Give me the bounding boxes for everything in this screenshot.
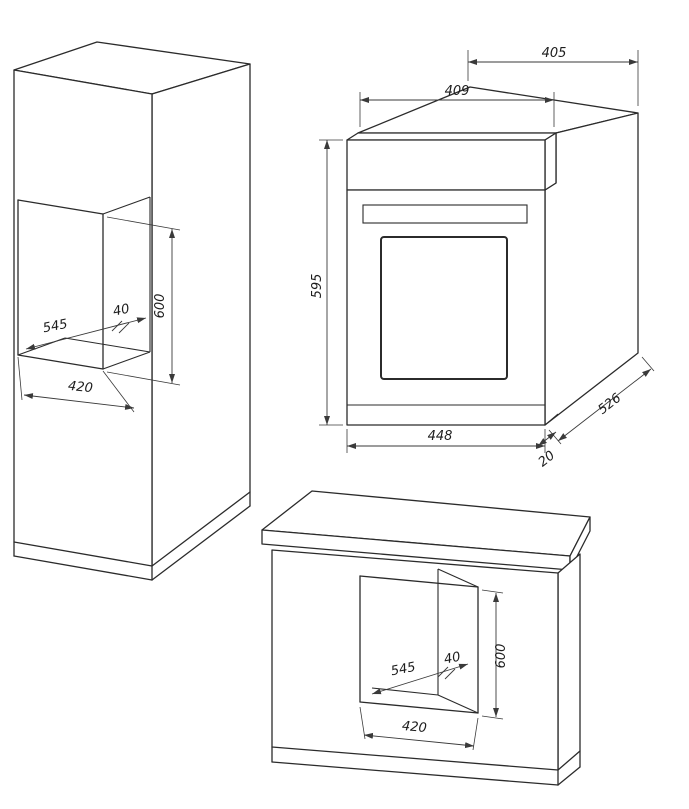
oven-height-label: 595 (310, 274, 325, 299)
oblique-tick (111, 320, 123, 332)
base-niche-height-dimension: 600 (481, 589, 509, 720)
base-niche-width-dimension: 420 (359, 706, 479, 751)
oven-overhang-label: 20 (536, 448, 558, 470)
oven-height-dimension: 595 (310, 139, 343, 426)
tall-cabinet-plinth (13, 491, 251, 581)
oblique-tick (118, 322, 130, 334)
oven-overhang-dimension: 20 (536, 431, 558, 470)
oven-fascia-front (346, 139, 546, 191)
oven-fascia-top (346, 132, 557, 141)
tall-niche-width-dimension: 420 (17, 356, 135, 413)
oven-right-face (544, 112, 639, 426)
tall-depth-dimension: 545 40 (25, 302, 147, 350)
tall-niche-height-dimension: 600 (106, 216, 181, 386)
oven-figure: 405 409 595 448 526 (310, 46, 655, 470)
tall-niche-width-label: 420 (67, 379, 93, 397)
oblique-tick (444, 668, 456, 680)
oven-depth-label: 526 (595, 391, 624, 418)
base-niche-width-label: 420 (401, 719, 427, 736)
tall-niche-height-label: 600 (153, 294, 168, 319)
base-cabinet-front-face (271, 549, 559, 771)
oven-fascia-side (544, 132, 557, 191)
tall-depth-label: 545 (42, 317, 69, 336)
oven-top-depth-dimension: 405 (467, 46, 639, 106)
oven-top-depth-label: 405 (542, 46, 567, 61)
tall-cabinet-figure: 600 545 40 420 (13, 41, 251, 581)
oven-width-label: 448 (428, 429, 453, 444)
base-cabinet-plinth (271, 746, 581, 786)
base-niche-height-label: 600 (494, 644, 509, 669)
oven-display-slot (362, 204, 528, 224)
base-rear-gap-label: 40 (443, 650, 462, 668)
oblique-tick (437, 666, 449, 678)
base-depth-dimension: 545 40 (371, 650, 469, 695)
oven-bottom-side-edge (544, 413, 559, 426)
base-cabinet-right-face (557, 553, 581, 771)
oven-top-width-dimension: 409 (359, 84, 555, 127)
tall-cabinet-front-face (13, 69, 153, 567)
oven-width-dimension: 448 (346, 429, 546, 453)
base-cabinet-figure: 600 545 40 420 (261, 490, 591, 786)
oven-door-window (380, 236, 508, 380)
base-depth-label: 545 (390, 660, 417, 679)
oven-top-width-label: 409 (445, 84, 470, 99)
tall-rear-gap-label: 40 (112, 302, 131, 320)
